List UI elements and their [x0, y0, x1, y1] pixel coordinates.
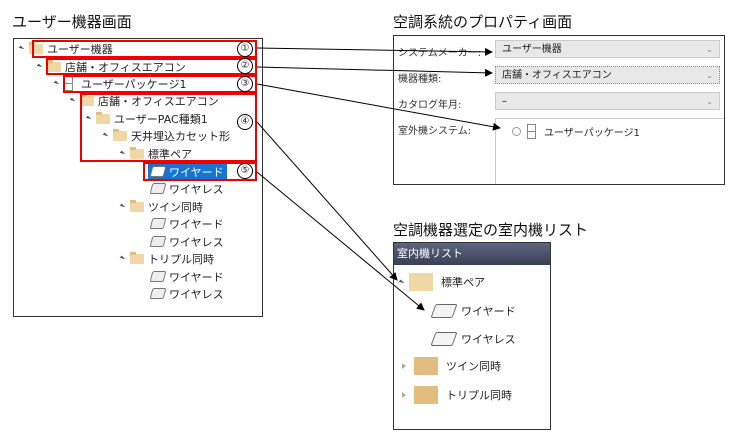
item-label: 標準ペア	[441, 276, 485, 289]
marker-5: ⑤	[237, 163, 253, 179]
tree-item[interactable]: ワイヤレス	[149, 233, 224, 250]
user-equipment-title: ユーザー機器画面	[12, 13, 132, 31]
highlight-box-2	[46, 58, 257, 75]
tree-label: ユーザーパッケージ1	[81, 77, 187, 91]
dropdown-value: 店舗・オフィスエアコン	[502, 70, 612, 81]
tree-item[interactable]: ワイヤレス	[149, 180, 224, 197]
arrow-5	[256, 171, 425, 311]
tree-item[interactable]: 天井埋込カセット形	[102, 127, 230, 144]
list-item[interactable]: ワイヤレス	[430, 331, 516, 347]
chevron-down-icon: ⌄	[706, 45, 713, 54]
outdoor-system-list	[495, 118, 724, 184]
highlight-box-3	[63, 75, 257, 93]
catalog-date-label: カタログ年月:	[398, 100, 462, 111]
dropdown-value: –	[502, 96, 507, 107]
chevron-down-icon: ⌄	[706, 97, 713, 106]
folder-icon	[130, 251, 144, 264]
folder-icon	[47, 59, 61, 72]
tree-label: ワイヤード	[169, 270, 224, 284]
package-icon	[527, 124, 536, 139]
tree-item[interactable]: ツイン同時	[119, 198, 203, 215]
item-label: トリプル同時	[446, 389, 512, 402]
tree-item[interactable]: ワイヤード	[149, 268, 224, 285]
marker-4: ④	[237, 114, 253, 130]
collapsed-icon[interactable]	[402, 363, 406, 369]
list-item[interactable]: トリプル同時	[402, 386, 512, 404]
equipment-type-dropdown[interactable]: 店舗・オフィスエアコン ⌄	[495, 66, 720, 84]
collapsed-icon[interactable]	[402, 392, 406, 398]
tree-label: ワイヤレス	[169, 182, 224, 196]
item-label: ツイン同時	[446, 360, 501, 373]
item-label: ワイヤレス	[461, 333, 516, 346]
tree-item-selected[interactable]: ワイヤード	[148, 162, 227, 181]
properties-title: 空調系統のプロパティ画面	[393, 13, 573, 31]
tree-label: ユーザー機器	[47, 42, 113, 56]
tree-label: 店舗・オフィスエアコン	[65, 60, 186, 74]
folder-icon	[130, 146, 144, 159]
arrow-1	[256, 47, 493, 56]
properties-panel	[393, 35, 725, 185]
folder-icon	[409, 273, 433, 291]
folder-icon	[113, 128, 127, 141]
tree-label: ワイヤレス	[169, 235, 224, 249]
indoor-list-title: 空調機器選定の室内機リスト	[393, 221, 589, 239]
highlight-box-5	[143, 162, 257, 181]
tree-label: ワイヤード	[169, 165, 224, 179]
tree-item[interactable]: 店舗・オフィスエアコン	[36, 58, 186, 75]
tree-item[interactable]: 標準ペア	[119, 145, 192, 162]
indoor-list-header: 室内機リスト	[394, 243, 550, 265]
highlight-box-1	[32, 40, 257, 58]
tree-item[interactable]: ワイヤード	[149, 215, 224, 232]
chevron-down-icon: ⌄	[706, 71, 713, 80]
marker-3: ③	[237, 76, 253, 92]
tree-label: ワイヤード	[169, 217, 224, 231]
equipment-type-label: 機器種類:	[398, 74, 442, 85]
tree-item[interactable]: トリプル同時	[119, 250, 214, 267]
tree-label: 標準ペア	[148, 147, 192, 161]
tree-label: ツイン同時	[148, 200, 203, 214]
list-item[interactable]: ツイン同時	[402, 357, 501, 375]
highlight-box-4	[80, 93, 257, 162]
item-label: ワイヤード	[461, 305, 516, 318]
radio-button[interactable]	[512, 127, 521, 136]
folder-icon	[414, 357, 438, 375]
marker-1: ①	[237, 41, 253, 57]
tree-item[interactable]: ユーザーPAC種類1	[85, 110, 208, 127]
folder-icon	[414, 386, 438, 404]
list-item[interactable]: 標準ペア	[398, 273, 485, 291]
folder-icon	[130, 199, 144, 212]
arrow-4	[256, 121, 398, 281]
item-label: ユーザーパッケージ1	[544, 128, 640, 139]
tree-label: ユーザーPAC種類1	[114, 112, 208, 126]
marker-2: ②	[237, 58, 253, 74]
folder-icon	[96, 111, 110, 124]
folder-icon	[80, 93, 94, 106]
list-item[interactable]: ワイヤード	[430, 303, 516, 319]
outdoor-system-item[interactable]: ユーザーパッケージ1	[512, 124, 640, 139]
tree-item[interactable]: ワイヤレス	[149, 285, 224, 302]
arrow-2	[256, 66, 493, 77]
system-maker-label: システムメーカー:	[398, 48, 482, 59]
tree-label: 天井埋込カセット形	[131, 129, 230, 143]
dropdown-value: ユーザー機器	[502, 44, 562, 55]
tree-label: トリプル同時	[148, 252, 214, 266]
system-maker-dropdown[interactable]: ユーザー機器 ⌄	[495, 40, 720, 58]
tree-item[interactable]: 店舗・オフィスエアコン	[69, 92, 219, 109]
arrow-3	[256, 83, 501, 131]
tree-label: 店舗・オフィスエアコン	[98, 94, 219, 108]
catalog-date-dropdown[interactable]: –⌄	[495, 92, 720, 110]
tree-label: ワイヤレス	[169, 287, 224, 301]
outdoor-system-label: 室外機システム:	[398, 126, 472, 137]
